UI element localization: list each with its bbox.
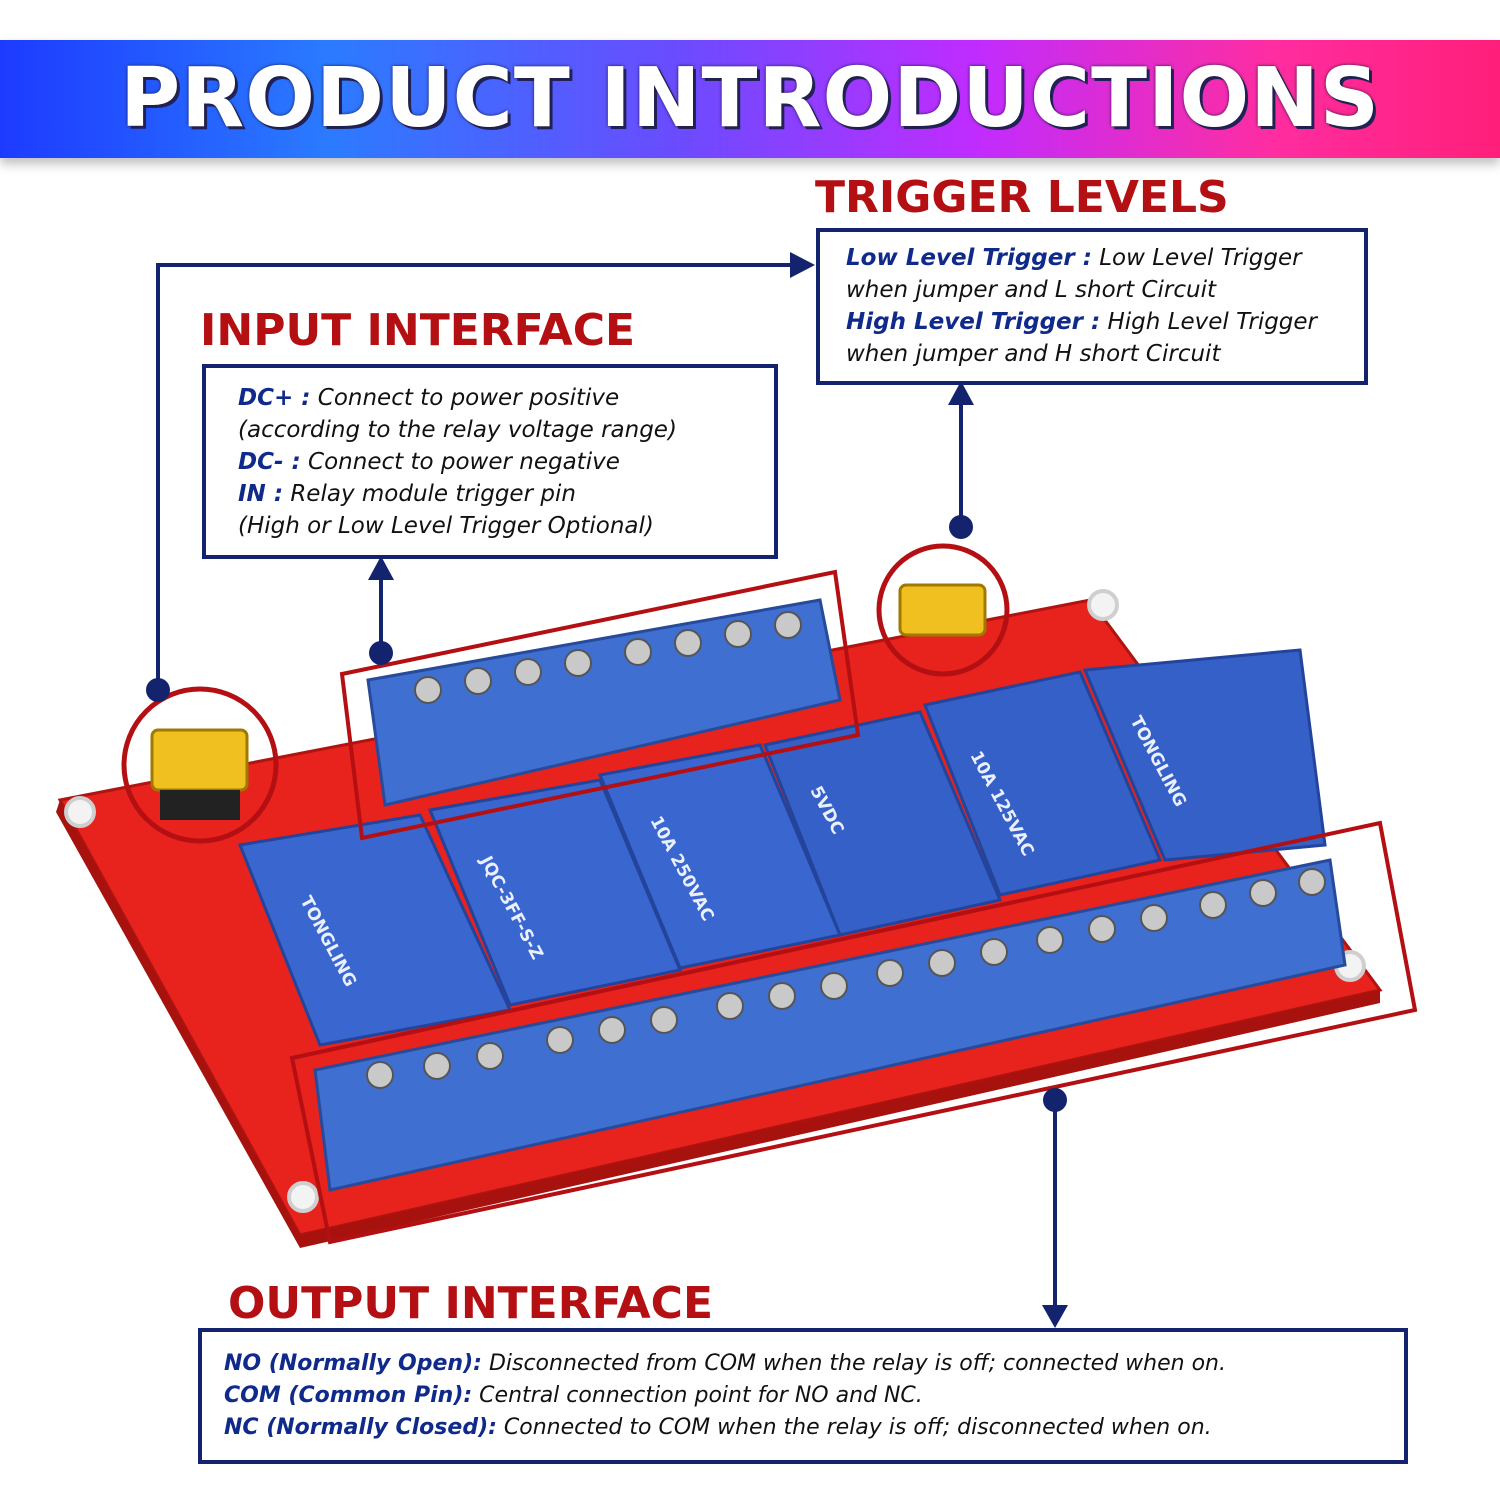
output-line: NO (Normally Open): Disconnected from CO… — [224, 1351, 1226, 1376]
input-highlight-frame — [339, 569, 861, 841]
trigger-levels-box: Low Level Trigger : Low Level Trigger wh… — [816, 228, 1368, 385]
input-line: (High or Low Level Trigger Optional) — [238, 513, 654, 539]
input-interface-title: INPUT INTERFACE — [200, 305, 636, 356]
input-line: IN : Relay module trigger pin — [238, 481, 576, 507]
trigger-line: Low Level Trigger : Low Level Trigger — [846, 245, 1302, 271]
arrow-up-icon — [368, 556, 394, 580]
jumper-left-icon — [121, 686, 279, 844]
relay-3 — [597, 743, 843, 970]
output-line: COM (Common Pin): Central connection poi… — [224, 1383, 923, 1408]
trigger-line: High Level Trigger : High Level Trigger — [846, 309, 1318, 335]
output-highlight-frame — [289, 820, 1418, 1245]
mount-hole-icon — [64, 796, 96, 828]
input-line: DC- : Connect to power negative — [238, 449, 620, 475]
input-line: DC+ : Connect to power positive — [238, 385, 620, 411]
output-interface-box: NO (Normally Open): Disconnected from CO… — [198, 1328, 1408, 1464]
arrow-up-icon — [948, 381, 974, 405]
mount-hole-icon — [287, 1181, 319, 1213]
mount-hole-icon — [1087, 589, 1119, 621]
trigger-connector-line — [156, 263, 795, 690]
jumper-right-icon — [876, 543, 1010, 677]
arrow-down-icon — [1042, 1305, 1068, 1328]
page-title: PRODUCT INTRODUCTIONS — [120, 51, 1380, 146]
arrow-right-icon — [790, 252, 815, 278]
output-line: NC (Normally Closed): Connected to COM w… — [224, 1415, 1212, 1440]
output-terminal-block — [313, 858, 1347, 1192]
input-terminal-block — [366, 598, 842, 807]
input-line: (according to the relay voltage range) — [238, 417, 677, 443]
trigger-line: when jumper and L short Circuit — [846, 277, 1216, 303]
header-banner — [0, 40, 1500, 158]
trigger-levels-title: TRIGGER LEVELS — [815, 172, 1229, 223]
relay-2 — [427, 778, 683, 1007]
output-interface-title: OUTPUT INTERFACE — [228, 1278, 714, 1329]
trigger-line: when jumper and H short Circuit — [846, 341, 1221, 367]
input-interface-box: DC+ : Connect to power positive (accordi… — [202, 364, 778, 559]
